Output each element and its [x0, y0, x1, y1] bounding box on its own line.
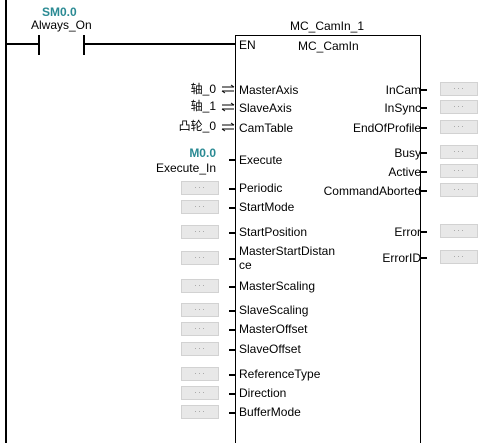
double-arrow-icon [221, 84, 235, 94]
busy-output-placeholder[interactable]: ··· [440, 145, 478, 159]
master-offset-input-placeholder[interactable]: ··· [181, 322, 219, 336]
block-instance-name[interactable]: MC_CamIn_1 [290, 19, 365, 33]
output-connector [420, 171, 427, 173]
execute-address: M0.0 [189, 146, 216, 160]
contact-bar-left[interactable] [38, 35, 40, 55]
cam-table-value[interactable]: 凸轮_0 [178, 119, 216, 133]
command-aborted-output-placeholder[interactable]: ··· [440, 183, 478, 197]
end-of-profile-output-placeholder[interactable]: ··· [440, 120, 478, 134]
pin-execute: Execute [239, 153, 283, 167]
input-connector [229, 374, 236, 376]
input-connector [229, 329, 236, 331]
pin-master-start-distance: MasterStartDistan ce [239, 244, 336, 272]
pin-periodic: Periodic [239, 181, 283, 195]
function-block-mc-camin[interactable] [235, 35, 421, 443]
periodic-input-placeholder[interactable]: ··· [181, 181, 219, 195]
pin-busy: Busy [394, 146, 421, 160]
pin-start-position: StartPosition [239, 225, 308, 239]
input-connector [229, 286, 236, 288]
input-connector [229, 207, 236, 209]
pin-buffer-mode: BufferMode [239, 405, 301, 419]
pin-en: EN [239, 38, 256, 52]
pin-in-sync: InSync [384, 101, 421, 115]
pin-active: Active [388, 165, 421, 179]
pin-error: Error [394, 225, 421, 239]
pin-master-axis: MasterAxis [239, 83, 299, 97]
contact-address: SM0.0 [42, 5, 77, 19]
slave-offset-input-placeholder[interactable]: ··· [181, 342, 219, 356]
pin-error-id: ErrorID [382, 251, 421, 265]
input-connector [229, 412, 236, 414]
error-id-output-placeholder[interactable]: ··· [440, 250, 478, 264]
output-connector [420, 89, 427, 91]
pin-reference-type: ReferenceType [239, 367, 321, 381]
pin-cam-table: CamTable [239, 121, 294, 135]
pin-end-of-profile: EndOfProfile [352, 121, 421, 135]
execute-variable[interactable]: Execute_In [155, 161, 216, 175]
pin-slave-scaling: SlaveScaling [239, 303, 309, 317]
start-position-input-placeholder[interactable]: ··· [181, 225, 219, 239]
pin-master-offset: MasterOffset [239, 322, 308, 336]
pin-slave-axis: SlaveAxis [239, 101, 292, 115]
output-connector [420, 152, 427, 154]
execute-connector [229, 159, 236, 161]
master-start-distance-input-placeholder[interactable]: ··· [181, 251, 219, 265]
pin-direction: Direction [239, 386, 287, 400]
output-connector [420, 190, 427, 192]
master-axis-value[interactable]: 轴_0 [190, 82, 216, 96]
direction-input-placeholder[interactable]: ··· [181, 386, 219, 400]
input-connector [229, 232, 236, 234]
pin-command-aborted: CommandAborted [323, 184, 421, 198]
slave-scaling-input-placeholder[interactable]: ··· [181, 303, 219, 317]
rung-wire-left [7, 43, 38, 45]
contact-name: Always_On [31, 18, 92, 32]
double-arrow-icon [221, 102, 235, 112]
pin-slave-offset: SlaveOffset [239, 342, 301, 356]
output-connector [420, 231, 427, 233]
left-power-rail [5, 0, 7, 443]
output-connector [420, 107, 427, 109]
input-connector [229, 188, 236, 190]
in-sync-output-placeholder[interactable]: ··· [440, 100, 478, 114]
input-connector [229, 393, 236, 395]
error-output-placeholder[interactable]: ··· [440, 224, 478, 238]
output-connector [420, 257, 427, 259]
reference-type-input-placeholder[interactable]: ··· [181, 367, 219, 381]
double-arrow-icon [221, 122, 235, 132]
pin-start-mode: StartMode [239, 200, 295, 214]
rung-wire-right [85, 43, 235, 45]
master-scaling-input-placeholder[interactable]: ··· [181, 279, 219, 293]
input-connector [229, 310, 236, 312]
buffer-mode-input-placeholder[interactable]: ··· [181, 405, 219, 419]
input-connector [229, 258, 236, 260]
slave-axis-value[interactable]: 轴_1 [190, 99, 216, 113]
active-output-placeholder[interactable]: ··· [440, 164, 478, 178]
output-connector [420, 127, 427, 129]
block-type-name: MC_CamIn [298, 39, 359, 53]
pin-in-cam: InCam [385, 83, 421, 97]
pin-master-scaling: MasterScaling [239, 279, 316, 293]
input-connector [229, 349, 236, 351]
in-cam-output-placeholder[interactable]: ··· [440, 82, 478, 96]
contact-bar-right[interactable] [83, 35, 85, 55]
start-mode-input-placeholder[interactable]: ··· [181, 200, 219, 214]
